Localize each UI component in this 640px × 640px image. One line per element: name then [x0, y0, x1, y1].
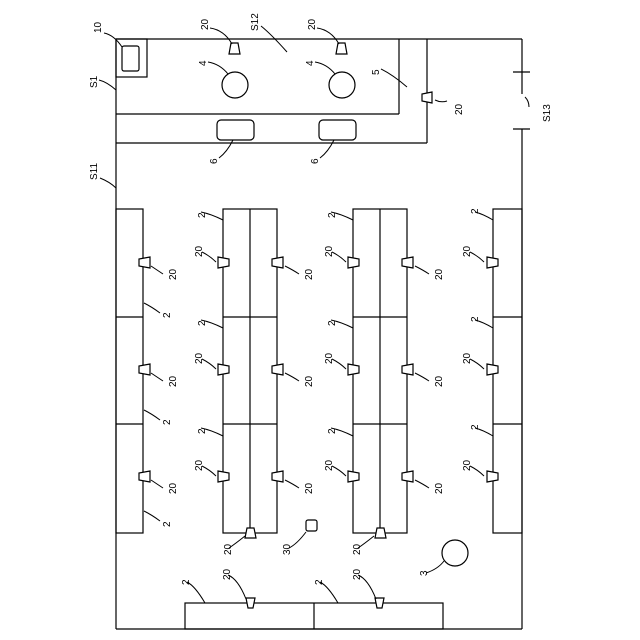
label-20: 20 [434, 375, 445, 387]
label-20: 20 [462, 245, 473, 257]
label-20: 20 [352, 568, 363, 580]
label-2: 2 [314, 579, 325, 585]
camera-20-desk [218, 471, 229, 482]
label-20: 20 [462, 352, 473, 364]
camera-20-desk [487, 471, 498, 482]
label-20: 20 [194, 245, 205, 257]
label-6: 6 [310, 158, 321, 164]
camera-20-desk [402, 471, 413, 482]
camera-20-desk [348, 364, 359, 375]
camera-20-desk [272, 471, 283, 482]
label-10: 10 [93, 21, 104, 33]
camera-20-desk [348, 471, 359, 482]
label-20: 20 [304, 268, 315, 280]
camera-20-desk [139, 257, 150, 268]
camera-20-desk [487, 257, 498, 268]
camera-20-desk [272, 364, 283, 375]
label-20: 20 [324, 459, 335, 471]
label-20: 20 [434, 268, 445, 280]
label-20: 20 [168, 482, 179, 494]
label-2: 2 [197, 212, 208, 218]
reference-labels: 10 S1 S11 S12 20 20 4 4 5 20 6 6 S13 20 … [89, 13, 553, 585]
label-2: 2 [327, 212, 338, 218]
label-s11: S11 [89, 163, 100, 180]
label-20: 20 [223, 543, 234, 555]
label-20: 20 [168, 268, 179, 280]
camera-20-desk [487, 364, 498, 375]
label-20: 20 [462, 459, 473, 471]
label-4: 4 [198, 60, 209, 66]
label-2: 2 [470, 208, 481, 214]
label-2: 2 [470, 424, 481, 430]
label-2: 2 [327, 428, 338, 434]
label-2: 2 [162, 312, 173, 318]
panel-10 [122, 46, 139, 71]
camera-20-bottom [246, 598, 255, 608]
box-6-right [319, 120, 356, 140]
label-s1: S1 [89, 75, 100, 88]
label-20: 20 [222, 568, 233, 580]
camera-20-bottom [375, 598, 384, 608]
camera-20-partition [422, 92, 432, 103]
label-5: 5 [371, 69, 382, 75]
camera-20-desk-end [375, 528, 386, 538]
upper-zone [116, 39, 427, 143]
label-2: 2 [327, 320, 338, 326]
label-2: 2 [197, 428, 208, 434]
camera-20-desk [139, 364, 150, 375]
camera-20-top-left [229, 43, 240, 54]
round-table-3 [442, 540, 468, 566]
camera-20-desk [218, 364, 229, 375]
label-20: 20 [307, 18, 318, 30]
pillar-4-left [222, 72, 248, 98]
label-20: 20 [434, 482, 445, 494]
label-20: 20 [454, 103, 465, 115]
box-6-left [217, 120, 254, 140]
label-20: 20 [168, 375, 179, 387]
label-20: 20 [324, 352, 335, 364]
label-20: 20 [324, 245, 335, 257]
label-2: 2 [162, 419, 173, 425]
room-walls [116, 39, 530, 629]
label-2: 2 [181, 579, 192, 585]
camera-20-top-right [336, 43, 347, 54]
label-6: 6 [209, 158, 220, 164]
camera-20-desk [402, 257, 413, 268]
label-30: 30 [282, 543, 293, 555]
camera-20-desk [218, 257, 229, 268]
label-20: 20 [304, 375, 315, 387]
label-3: 3 [419, 570, 430, 576]
label-20: 20 [194, 352, 205, 364]
camera-20-desk-end [245, 528, 256, 538]
label-2: 2 [197, 320, 208, 326]
camera-20-desk [272, 257, 283, 268]
label-20: 20 [352, 543, 363, 555]
small-item-30 [306, 520, 317, 531]
label-4: 4 [305, 60, 316, 66]
camera-20-desk [402, 364, 413, 375]
label-20: 20 [304, 482, 315, 494]
camera-20-desk [139, 471, 150, 482]
label-s12: S12 [250, 13, 261, 31]
label-s13: S13 [542, 104, 553, 122]
label-2: 2 [162, 521, 173, 527]
pillar-4-right [329, 72, 355, 98]
label-2: 2 [470, 316, 481, 322]
label-20: 20 [200, 18, 211, 30]
label-20: 20 [194, 459, 205, 471]
camera-20-desk [348, 257, 359, 268]
